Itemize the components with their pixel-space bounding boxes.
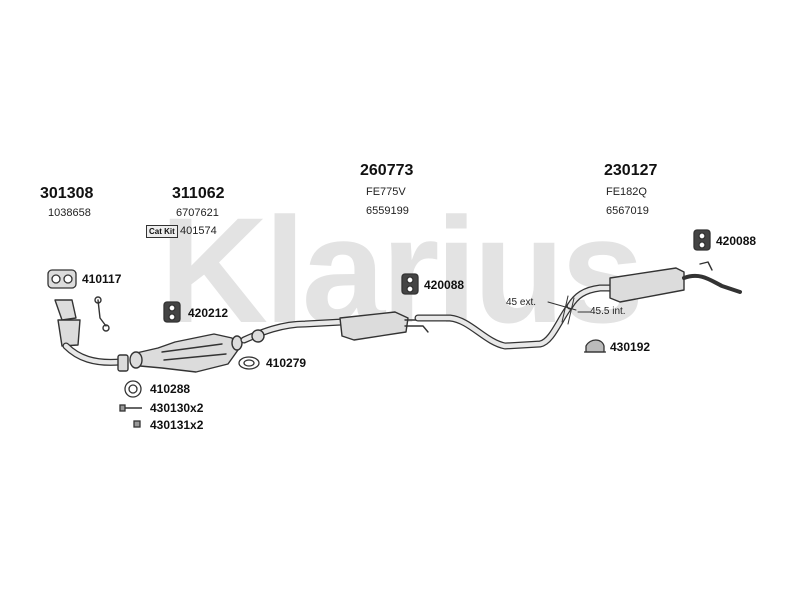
front-pipe — [54, 299, 129, 372]
ref-number-6707621: 6707621 — [176, 207, 219, 219]
middle-silencer — [240, 311, 429, 344]
part-number-301308: 301308 — [40, 185, 94, 202]
sensor-bolt — [94, 296, 110, 332]
dimension-markers — [547, 295, 591, 325]
rubber-mount-icon — [401, 273, 419, 295]
ref-number-1038658: 1038658 — [48, 207, 91, 219]
part-label-420212: 420212 — [188, 306, 229, 320]
nut-icon — [133, 420, 141, 428]
rubber-mount-icon — [163, 301, 181, 323]
part-label-430131: 430131x2 — [150, 418, 204, 432]
part-label-410279: 410279 — [266, 356, 307, 370]
ref-code-fe182q: FE182Q — [606, 186, 647, 198]
ref-number-6559199: 6559199 — [366, 205, 409, 217]
dimension-int: 45.5 int. — [590, 306, 626, 317]
bolt-icon — [119, 404, 142, 412]
part-label-430192: 430192 — [610, 340, 651, 354]
clamp-icon — [584, 339, 606, 353]
part-label-410288: 410288 — [150, 382, 191, 396]
tail-pipe-front — [414, 302, 574, 350]
catalytic-converter — [129, 333, 243, 373]
dimension-ext: 45 ext. — [506, 297, 537, 308]
ref-code-fe775v: FE775V — [366, 186, 406, 198]
ring-icon — [238, 356, 260, 370]
ref-number-6567019: 6567019 — [606, 205, 649, 217]
rear-silencer — [566, 261, 742, 310]
part-number-311062: 311062 — [172, 185, 225, 202]
rubber-mount-icon — [693, 229, 711, 251]
part-label-410117: 410117 — [82, 272, 122, 286]
gasket-icon — [47, 269, 77, 289]
cat-kit-number: 401574 — [180, 225, 217, 237]
part-label-420088-right: 420088 — [716, 234, 757, 248]
part-label-430130: 430130x2 — [150, 401, 204, 415]
cat-kit-badge: Cat Kit — [146, 225, 178, 238]
ring-icon — [124, 380, 142, 398]
part-label-420088-mid: 420088 — [424, 278, 465, 292]
part-number-260773: 260773 — [360, 162, 414, 179]
part-number-230127: 230127 — [604, 162, 658, 179]
